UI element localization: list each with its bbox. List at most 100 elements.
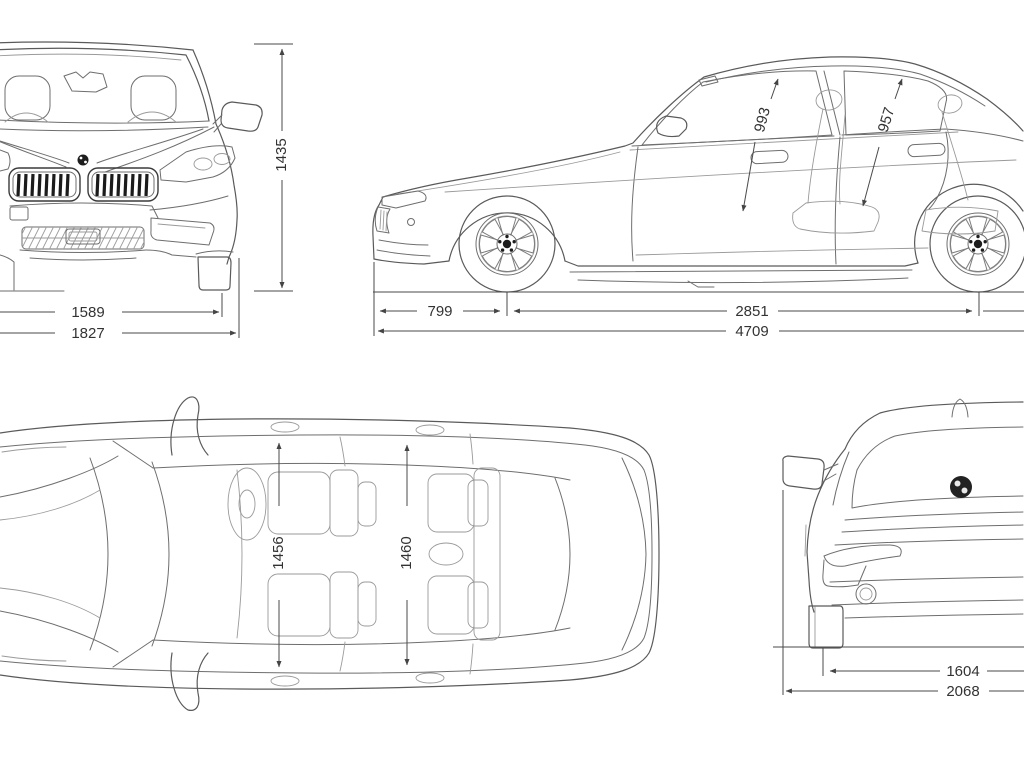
front-sensor-plate-inner xyxy=(68,231,98,242)
side-front-apron xyxy=(373,258,450,265)
rear-roof xyxy=(844,401,1024,450)
front-windshield-inner xyxy=(0,53,182,61)
b-pillar xyxy=(823,70,841,136)
mirror-arm xyxy=(212,114,223,133)
rear-bmw-badge-icon xyxy=(950,476,972,498)
cowl-line xyxy=(0,126,209,132)
side-mirror-right xyxy=(220,101,263,132)
side-kidney-slats xyxy=(379,209,388,232)
hood-crease-inner xyxy=(0,128,204,164)
fog-accent xyxy=(157,223,206,229)
bumper-corner xyxy=(145,249,197,258)
tail-light-left xyxy=(823,544,902,567)
bumper-top-line xyxy=(9,202,159,219)
front-body-right-edge xyxy=(192,49,238,265)
front-view: 1435 1589 1827 xyxy=(0,41,293,342)
hood-seams xyxy=(0,455,119,653)
rocker-lines xyxy=(569,269,913,288)
front-windshield-bottom xyxy=(0,119,210,124)
door-handle-rear xyxy=(907,142,946,158)
front-windshield-frame xyxy=(0,47,210,122)
dim-overall-length-label: 4709 xyxy=(735,323,768,340)
side-view: 993 957 799 2851 4709 xyxy=(372,56,1024,340)
sunroof-mark xyxy=(698,75,719,87)
dim-front-width-label: 1827 xyxy=(71,325,104,342)
grille-slats-left xyxy=(16,173,70,197)
bmw-badge-detail2 xyxy=(84,160,87,164)
door-shut-line xyxy=(804,524,807,557)
roof-panel-line xyxy=(236,469,243,639)
hood-crease-outer xyxy=(0,126,215,173)
door-handle-front xyxy=(750,149,789,165)
door-seams-top xyxy=(339,433,474,675)
rear-mirror-arm xyxy=(821,463,839,483)
headlight-ring-1 xyxy=(193,157,213,171)
top-interior xyxy=(227,467,501,641)
a-pillars-top xyxy=(112,440,154,668)
dim-rear-track: 1604 xyxy=(829,663,1024,680)
headrest-left xyxy=(4,75,51,121)
door-handle-bottom-1 xyxy=(270,675,300,687)
side-sill xyxy=(564,260,919,267)
trunk-seam-arc xyxy=(621,457,647,651)
bumper-creases xyxy=(829,538,1024,606)
dim-headroom-front-label: 993 xyxy=(751,106,774,135)
exhaust-inner xyxy=(859,587,873,601)
grille-slats-right xyxy=(95,173,149,197)
dim-shoulder-front-label: 1456 xyxy=(270,536,287,569)
top-body-outline xyxy=(0,418,660,690)
door-handle-top-2 xyxy=(415,424,445,436)
side-kidney xyxy=(374,206,391,234)
headlight-seams-top xyxy=(1,446,67,662)
rear-window-bottom xyxy=(851,469,1024,509)
side-seats xyxy=(635,89,999,256)
dim-rear-width: 2068 xyxy=(785,683,1024,700)
rear-badge-detail2 xyxy=(961,487,968,494)
top-mirror-lower xyxy=(170,652,209,711)
front-tire-right xyxy=(197,256,232,291)
windshield-top-arc xyxy=(151,461,170,647)
side-crease xyxy=(444,159,1017,193)
front-wheel xyxy=(458,195,556,293)
headlight-right xyxy=(159,145,236,183)
rearview-mirror xyxy=(63,71,108,93)
bumper-bottom xyxy=(19,249,147,261)
top-shoulder-line xyxy=(0,434,653,674)
rear-view: 1604 2068 xyxy=(773,398,1024,700)
front-sensor-plate xyxy=(65,228,101,245)
beltline xyxy=(631,128,1024,147)
belt-chrome xyxy=(629,131,959,151)
dim-wheelbase-label: 2851 xyxy=(735,303,768,320)
exhaust-outer xyxy=(855,583,877,605)
side-headlight xyxy=(381,190,427,209)
dim-wheelbase: 2851 xyxy=(513,303,1024,320)
bmw-badge-icon xyxy=(77,154,89,166)
rear-pillar-line xyxy=(832,451,850,506)
dim-rear-track-label: 1604 xyxy=(946,663,979,680)
rear-door-trailing xyxy=(928,131,949,210)
hood-seams-inner xyxy=(0,489,101,619)
side-body-upper xyxy=(372,56,1024,260)
dim-rear-width-label: 2068 xyxy=(946,683,979,700)
dim-front-track-label: 1589 xyxy=(71,304,104,321)
dim-overhang-front: 799 xyxy=(379,303,501,320)
front-door-seam xyxy=(631,146,639,262)
rear-window-top xyxy=(856,426,1024,471)
dim-shoulder-rear-label: 1460 xyxy=(398,536,415,569)
kidney-grille-right-inner xyxy=(91,171,155,198)
bumper-swoosh xyxy=(149,195,229,211)
rear-body-left-edge xyxy=(806,448,846,613)
bumper-pocket xyxy=(822,559,867,588)
side-mirror xyxy=(656,115,688,138)
side-bumper-lines xyxy=(376,239,431,257)
rear-mirror-left xyxy=(782,455,825,490)
top-mirror-upper xyxy=(170,396,209,456)
kidney-grille-left-inner xyxy=(12,171,77,198)
dim-front-height-label: 1435 xyxy=(273,138,290,171)
intake-mesh xyxy=(22,227,144,249)
door-handle-top-1 xyxy=(270,421,300,433)
dim-front-height: 1435 xyxy=(254,43,293,292)
door-handle-bottom-2 xyxy=(415,672,445,684)
hood-crease xyxy=(397,151,621,195)
